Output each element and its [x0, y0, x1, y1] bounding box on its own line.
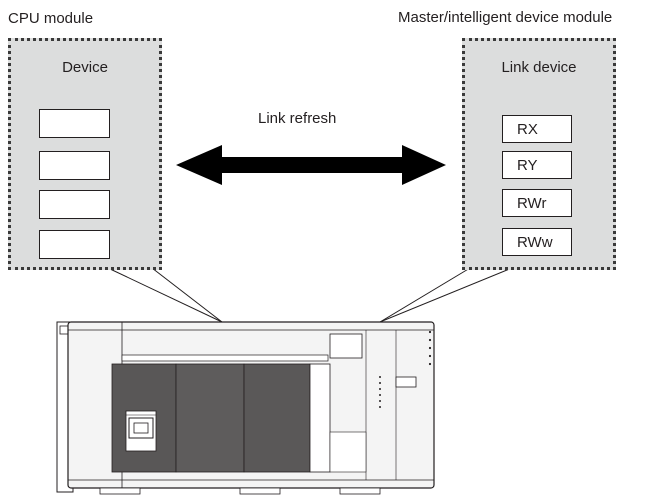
- master-panel-title: Link device: [501, 59, 577, 76]
- link-device-ry: RY: [502, 151, 572, 179]
- link-device-rx: RX: [502, 115, 572, 143]
- cpu-device-box-1: [39, 109, 110, 138]
- link-device-rwr: RWr: [502, 189, 572, 217]
- cpu-device-box-2: [39, 151, 110, 180]
- cpu-callout-line-left: [107, 267, 223, 323]
- master-callout-line-left: [379, 267, 471, 323]
- cpu-device-panel: Device: [8, 38, 162, 270]
- master-module-label: Master/intelligent device module: [398, 9, 613, 26]
- master-link-device-panel: Link device RX RY RWr RWw: [462, 38, 616, 270]
- link-device-rww: RWw: [502, 228, 572, 256]
- cpu-device-box-4: [39, 230, 110, 259]
- cpu-module-label: CPU module: [8, 10, 94, 27]
- cpu-callout-line-right: [151, 267, 223, 323]
- cpu-panel-title: Device: [62, 59, 108, 76]
- cpu-device-box-3: [39, 190, 110, 219]
- link-refresh-label: Link refresh: [258, 110, 337, 127]
- master-callout-line-right: [379, 267, 513, 323]
